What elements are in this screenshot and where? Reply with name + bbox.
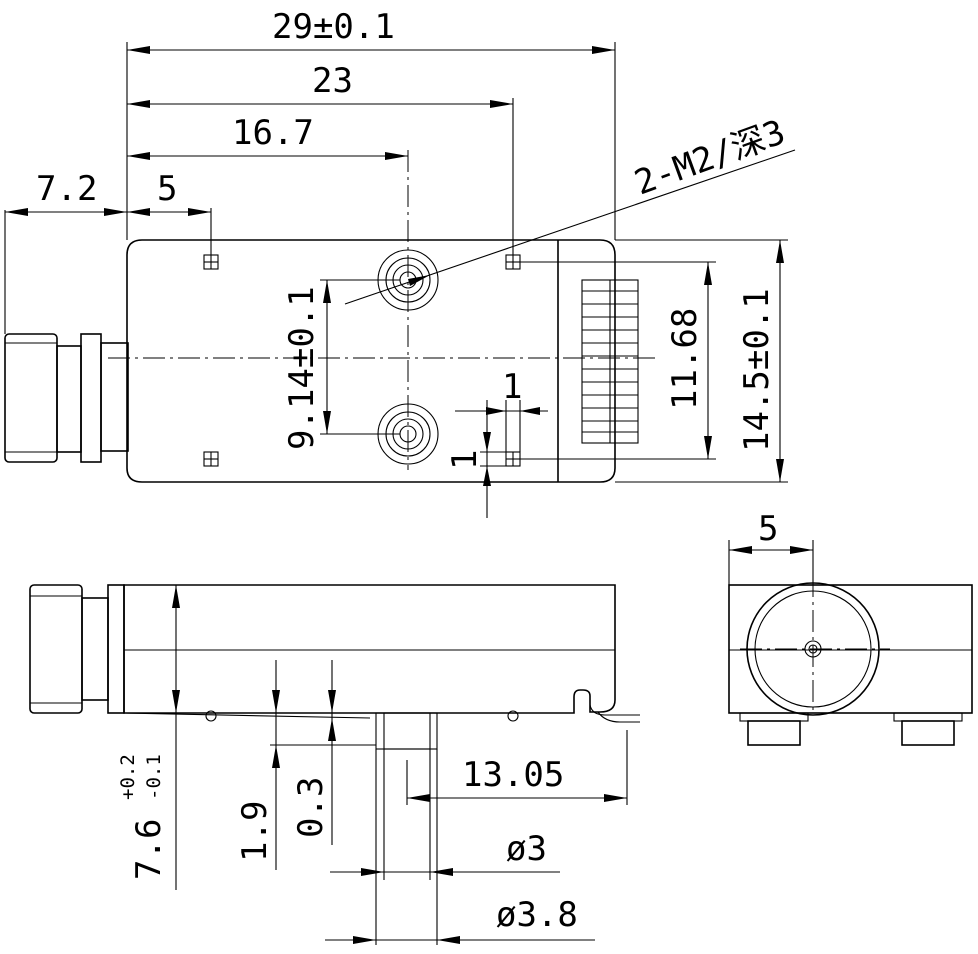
dim-dia-3-8: ø3.8 — [496, 895, 578, 935]
dim-hole-pitch-x: 23 — [312, 61, 353, 101]
pin-comb — [581, 279, 639, 444]
dim-dia-3: ø3 — [506, 829, 547, 869]
dim-13-05: 13.05 — [462, 755, 564, 795]
dim-small-1a: 1 — [502, 367, 522, 407]
thread-note: 2-M2/深3 — [629, 112, 790, 203]
dim-left-offset: 7.2 — [36, 169, 97, 209]
dim-0-3: 0.3 — [291, 777, 331, 838]
side-view: 7.6 +0.2 -0.1 1.9 0.3 13.05 ø3 ø3.8 — [29, 584, 640, 945]
dim-body-width: 14.5±0.1 — [737, 288, 777, 452]
dim-1-9: 1.9 — [235, 801, 275, 862]
dim-hole-offset: 5 — [157, 169, 177, 209]
dim-end-view-5: 5 — [758, 509, 778, 549]
dim-height-tol-plus: +0.2 — [117, 754, 139, 800]
dim-height-tol-minus: -0.1 — [143, 754, 165, 800]
dim-small-1b: 1 — [445, 450, 485, 470]
top-connector — [4, 333, 129, 463]
top-body-outline — [126, 239, 616, 483]
dim-total-length: 29±0.1 — [272, 7, 395, 47]
side-body-outline — [123, 584, 616, 714]
dim-height: 7.6 — [129, 819, 169, 880]
dim-hole-spacing: 9.14±0.1 — [282, 286, 322, 450]
dim-pin-field: 11.68 — [665, 308, 705, 410]
top-view: 29±0.1 23 16.7 7.2 5 2-M2/深3 9.14±0.1 11… — [4, 7, 796, 518]
dim-center-x: 16.7 — [232, 113, 314, 153]
end-view: 5 — [728, 509, 973, 746]
